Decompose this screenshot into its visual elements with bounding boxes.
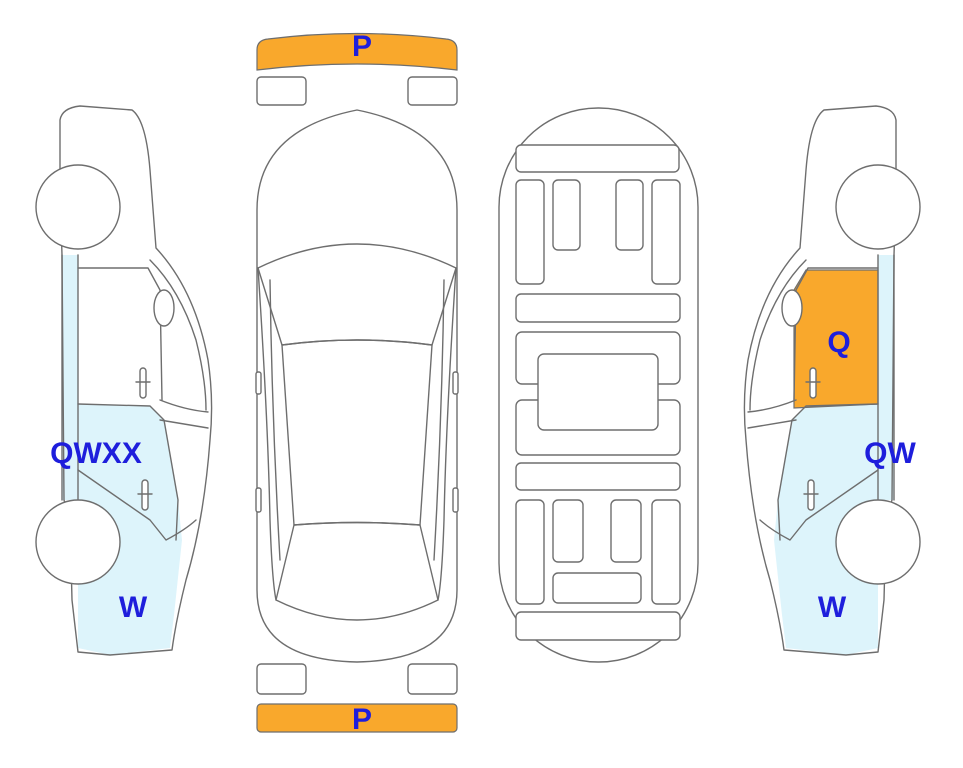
under-front-right (651, 179, 681, 285)
under-front-mid-right (615, 179, 644, 251)
right-door-lower-highlight (774, 404, 878, 655)
under-rear-center (552, 572, 642, 604)
left-pillar (257, 267, 277, 601)
left-lower-sill (77, 469, 197, 541)
left-glass-line (149, 259, 207, 411)
left-rear-wheel (35, 499, 121, 585)
left-car-body (59, 105, 213, 656)
left-side-lower-label: W (119, 591, 148, 624)
under-front-left (515, 179, 545, 285)
roof (281, 339, 433, 526)
front-left-light (256, 76, 307, 106)
left-top-mirror (255, 371, 262, 395)
right-top-handle (452, 487, 459, 513)
right-rear-quarter-highlight (878, 255, 894, 500)
left-front-door-handle (135, 367, 151, 399)
right-mirror (781, 289, 803, 327)
right-top-mirror (452, 371, 459, 395)
right-rear-door-handle (803, 479, 819, 511)
right-rear-wheel (835, 499, 921, 585)
left-belt-line (159, 419, 209, 429)
right-side-middle-label: QW (864, 437, 916, 470)
front-bumper-shape (256, 32, 458, 71)
left-side-view (35, 105, 213, 656)
right-body-line (433, 279, 445, 561)
left-rear-door-handle (137, 479, 153, 511)
right-door-rear (747, 399, 797, 413)
under-rear-panel (515, 611, 681, 641)
right-front-door-label: Q (827, 326, 850, 359)
rear-bumper-shape (256, 703, 458, 733)
under-rear-right (651, 499, 681, 605)
right-car-body (743, 105, 897, 656)
left-mirror (153, 289, 175, 327)
right-pillar (437, 267, 457, 601)
under-center-panel (537, 353, 659, 431)
under-front-panel (515, 144, 680, 173)
front-right-light (407, 76, 458, 106)
rear-left-light (256, 663, 307, 695)
right-lower-sill (759, 469, 879, 541)
rear-window (275, 521, 439, 621)
left-door-front-edge (77, 267, 163, 401)
left-door-rear (159, 399, 209, 413)
under-front-mid-left (552, 179, 581, 251)
underside-view (498, 107, 699, 663)
left-door-highlight (78, 404, 182, 655)
under-rear-mid-right (610, 499, 642, 563)
underside-body (498, 107, 699, 663)
right-belt-line (747, 419, 797, 429)
left-top-handle (255, 487, 262, 513)
right-door-front-edge (793, 267, 879, 401)
under-crossbar-2 (515, 462, 681, 491)
right-side-view (743, 105, 921, 656)
under-rear-mid-left (552, 499, 584, 563)
right-front-wheel (835, 164, 921, 250)
top-view (255, 32, 459, 733)
left-side-upper-label: QWXX (50, 437, 142, 470)
right-side-lower-label: W (818, 591, 847, 624)
under-crossbar-1 (515, 293, 681, 323)
left-body-line (269, 279, 281, 561)
left-front-wheel (35, 164, 121, 250)
top-car-body (256, 109, 458, 663)
left-rear-quarter-highlight (62, 255, 78, 500)
under-rear-left (515, 499, 545, 605)
rear-bumper-label: P (352, 703, 372, 736)
rear-right-light (407, 663, 458, 695)
front-bumper-label: P (352, 30, 372, 63)
right-glass-line (749, 259, 807, 411)
windshield (257, 243, 457, 346)
right-front-door-handle (805, 367, 821, 399)
